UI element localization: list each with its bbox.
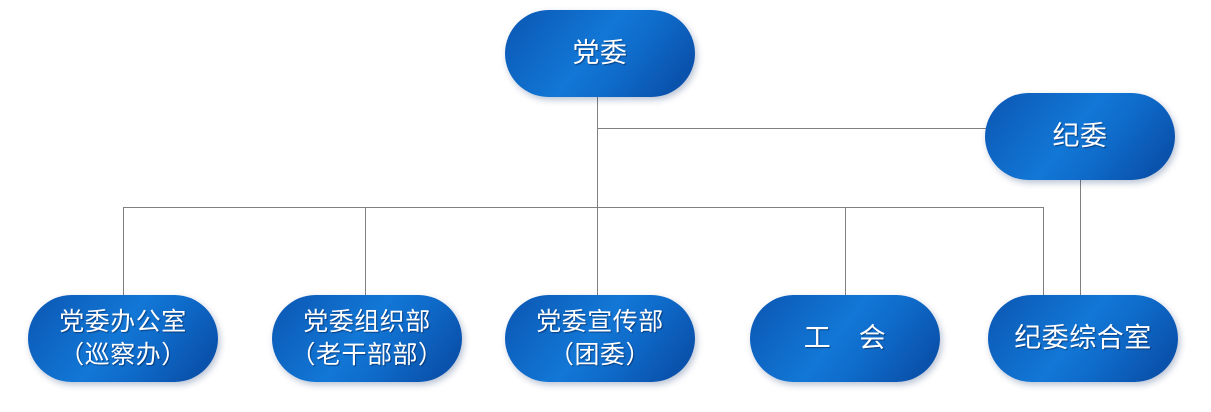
node-root-label: 党委 — [572, 37, 628, 68]
node-child-2-label: 党委组织部 （老干部部） — [290, 308, 444, 369]
node-child-2[interactable]: 党委组织部 （老干部部） — [272, 295, 462, 382]
node-child-3[interactable]: 党委宣传部 （团委） — [505, 295, 695, 382]
node-secondary[interactable]: 纪委 — [985, 93, 1175, 180]
connector-drop-child-2 — [365, 207, 366, 296]
connector-sibling-bus — [123, 207, 1044, 208]
node-child-5[interactable]: 纪委综合室 — [988, 295, 1178, 382]
node-child-4[interactable]: 工 会 — [750, 295, 940, 382]
connector-drop-child-4 — [845, 207, 846, 296]
connector-secondary-stem — [1080, 178, 1081, 296]
node-secondary-label: 纪委 — [1052, 120, 1108, 151]
node-child-1[interactable]: 党委办公室 （巡察办） — [28, 295, 218, 382]
node-root[interactable]: 党委 — [505, 10, 695, 97]
node-child-5-label: 纪委综合室 — [1014, 322, 1152, 353]
node-child-3-label: 党委宣传部 （团委） — [536, 308, 664, 369]
node-child-4-label: 工 会 — [803, 322, 887, 353]
connector-root-to-secondary — [597, 128, 987, 129]
node-child-1-label: 党委办公室 （巡察办） — [59, 308, 187, 369]
connector-drop-child-1 — [123, 207, 124, 296]
connector-root-stem — [597, 95, 598, 296]
connector-drop-child-5 — [1043, 207, 1044, 296]
